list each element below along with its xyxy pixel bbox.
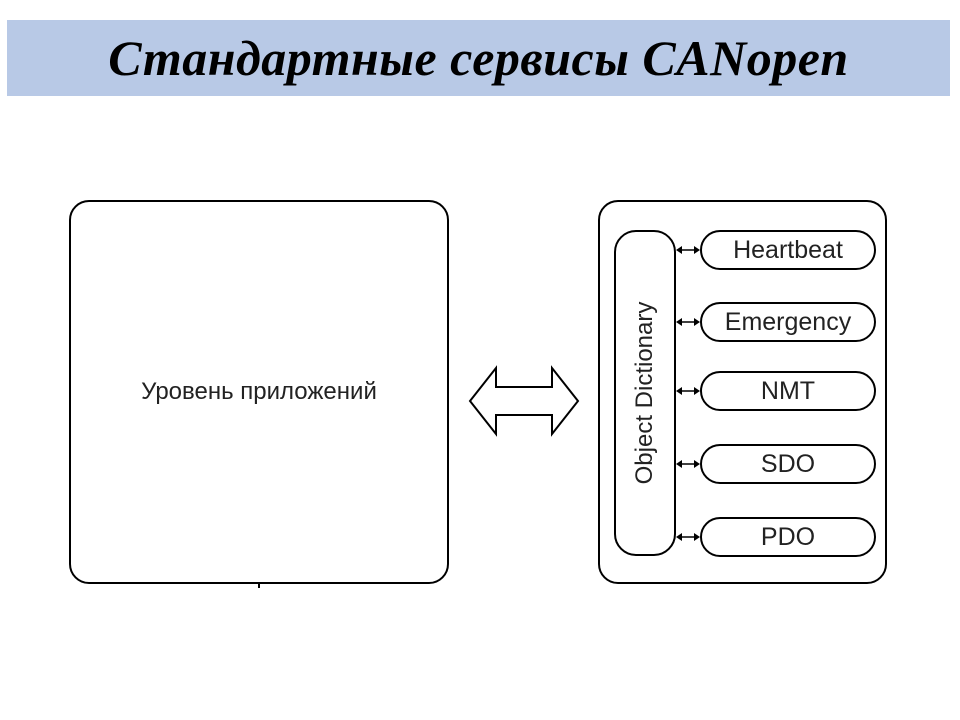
application-box-tick [258,584,260,588]
application-layer-box: Уровень приложений [69,200,449,584]
service-emergency: Emergency [700,302,876,342]
service-sdo: SDO [700,444,876,484]
nmt-connector-icon [676,387,700,395]
emergency-connector-icon [676,318,700,326]
object-dictionary: Object Dictionary [614,230,676,556]
pdo-connector-icon [676,533,700,541]
double-arrow-icon [468,365,580,437]
service-heartbeat: Heartbeat [700,230,876,270]
page-title: Стандартные сервисы CANopen [108,30,849,86]
title-bar: Стандартные сервисы CANopen [7,20,950,96]
application-layer-label: Уровень приложений [141,378,377,405]
object-dictionary-label: Object Dictionary [631,301,658,485]
heartbeat-connector-icon [676,246,700,254]
service-pdo: PDO [700,517,876,557]
sdo-connector-icon [676,460,700,468]
service-nmt: NMT [700,371,876,411]
